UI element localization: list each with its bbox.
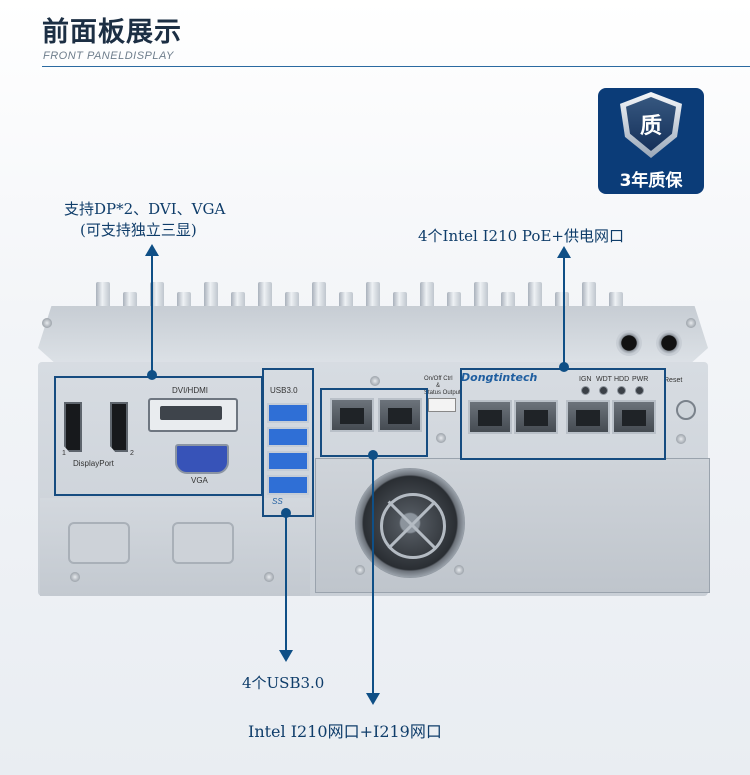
displayport-2 [110, 402, 128, 452]
usb-port-4 [267, 475, 309, 495]
blank-plate [68, 522, 130, 564]
hdd-led [617, 386, 626, 395]
brand-logo: Dongtintech [461, 371, 538, 384]
usb30-label: USB3.0 [270, 386, 298, 395]
blank-plate [172, 522, 234, 564]
screw [436, 433, 446, 443]
usb-port-3 [267, 451, 309, 471]
display-arrow-dot [147, 370, 157, 380]
wdt-led [599, 386, 608, 395]
displayport-label: DisplayPort [73, 459, 114, 468]
usb-port-2 [267, 427, 309, 447]
usb-arrow [285, 512, 287, 650]
warranty-badge: 质 3年质保 [598, 88, 704, 194]
usb-port-1 [267, 403, 309, 423]
display-callout-line1: 支持DP*2、DVI、VGA [64, 200, 226, 218]
page-subtitle: FRONT PANELDISPLAY [43, 50, 174, 62]
lan-port-i219 [378, 398, 422, 432]
screw [355, 565, 365, 575]
status-output-label: Status Output [424, 390, 461, 396]
warranty-label: 3年质保 [619, 171, 683, 191]
poe-ports-highlight [460, 368, 666, 460]
dvi-hdmi-label: DVI/HDMI [172, 386, 208, 395]
lan-arrow [372, 455, 374, 693]
onoff-ctrl-label: On/Off Ctrl [424, 376, 453, 382]
screw [676, 434, 686, 444]
poe-arrow [563, 256, 565, 366]
pwr-label: PWR [632, 376, 649, 383]
ign-led [581, 386, 590, 395]
display-ports-highlight [54, 376, 263, 496]
displayport-1 [64, 402, 82, 452]
dio-terminal [428, 398, 456, 412]
header-divider [42, 66, 750, 67]
vga-label: VGA [191, 476, 208, 485]
dp-index-1: 1 [62, 450, 66, 457]
reset-label: Reset [664, 377, 683, 384]
poe-port-3 [566, 400, 610, 434]
poe-port-4 [612, 400, 656, 434]
antenna-hole [616, 330, 642, 356]
shield-icon: 质 [620, 92, 682, 158]
antenna-hole [656, 330, 682, 356]
screw [370, 376, 380, 386]
hdd-label: HDD [614, 376, 630, 383]
arrow-up-icon [557, 246, 571, 258]
display-arrow [151, 254, 153, 374]
arrow-down-icon [279, 650, 293, 662]
poe-port-2 [514, 400, 558, 434]
usb-ports-highlight [262, 368, 314, 517]
screw [454, 565, 464, 575]
dvi-port [148, 398, 238, 432]
screw [42, 318, 52, 328]
amp-label: & [436, 383, 441, 389]
chassis-top [38, 306, 708, 366]
superspeed-logo: SS [272, 497, 283, 506]
display-callout-line2: (可支持独立三显) [80, 221, 197, 239]
poe-arrow-dot [559, 362, 569, 372]
page-title: 前面板展示 [42, 17, 182, 48]
screw [264, 572, 274, 582]
arrow-down-icon [366, 693, 380, 705]
dp-index-2: 2 [130, 450, 134, 457]
screw [70, 572, 80, 582]
lan-callout: Intel I210网口+I219网口 [248, 722, 442, 741]
wdt-label: WDT [596, 376, 612, 383]
lan-ports-highlight [320, 388, 428, 457]
screw [686, 318, 696, 328]
usb-callout: 4个USB3.0 [242, 674, 325, 692]
power-icon [676, 400, 696, 420]
pwr-led [635, 386, 644, 395]
vga-port [175, 444, 229, 474]
poe-callout: 4个Intel I210 PoE+供电网口 [418, 227, 624, 245]
poe-port-1 [468, 400, 512, 434]
ign-label: IGN [579, 376, 592, 383]
lan-port-i210 [330, 398, 374, 432]
arrow-up-icon [145, 244, 159, 256]
